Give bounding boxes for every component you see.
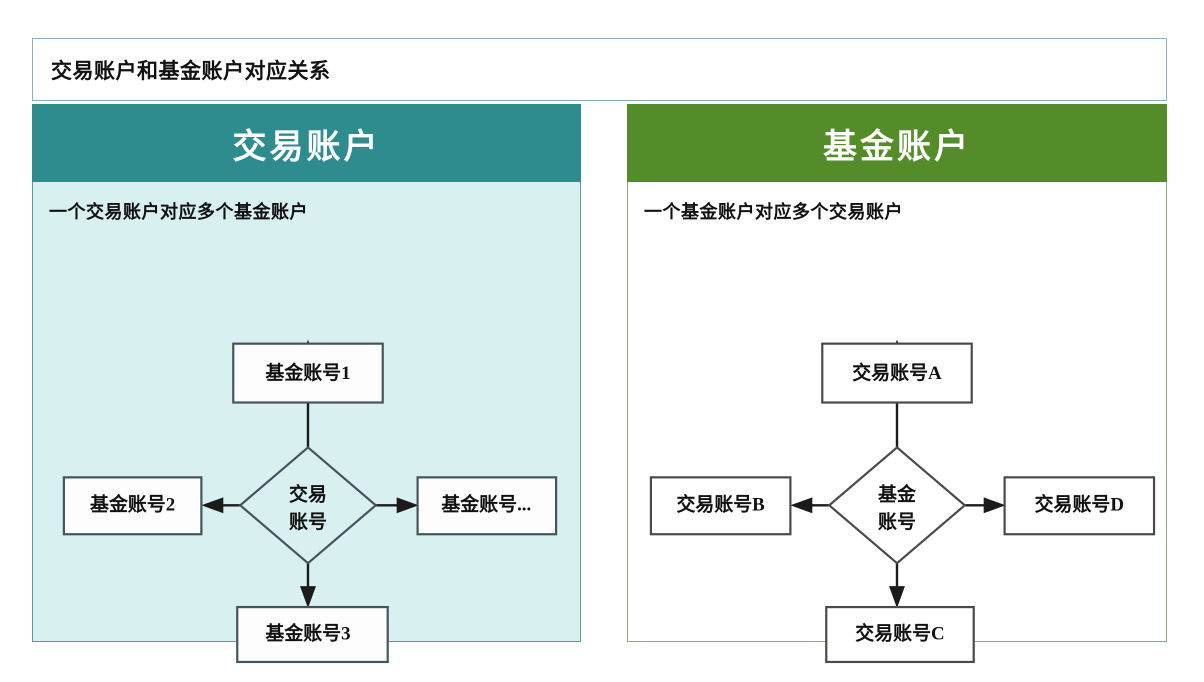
connector-center-to-right: [375, 497, 419, 514]
connector-center-to-right: [964, 497, 1006, 514]
node-top[interactable]: 基金账号1: [232, 342, 384, 404]
node-top-label: 基金账号1: [264, 361, 350, 384]
panel-fund-body: 一个基金账户对应多个交易账户: [627, 182, 1167, 664]
arrow-head-down: [300, 586, 316, 609]
connector-center-to-bottom: [300, 563, 316, 609]
arrow-head-left: [201, 497, 224, 514]
panel-trading-subtitle: 一个交易账户对应多个基金账户: [49, 202, 308, 222]
arrow-head-right: [396, 497, 419, 514]
node-center-label-line1: 交易: [289, 482, 327, 505]
node-center-diamond[interactable]: 基金 账号: [827, 445, 967, 565]
node-right[interactable]: 基金账号...: [416, 476, 558, 536]
page-title: 交易账户和基金账户对应关系: [51, 58, 331, 83]
panel-fund-header-label: 基金账户: [823, 128, 971, 166]
node-bottom[interactable]: 基金账号3: [236, 605, 389, 664]
node-bottom-label: 交易账号C: [855, 621, 944, 644]
node-center-diamond[interactable]: 交易 账号: [238, 445, 378, 565]
node-left[interactable]: 基金账号2: [62, 476, 203, 536]
node-left-label: 基金账号2: [89, 493, 175, 516]
node-bottom[interactable]: 交易账号C: [825, 605, 975, 664]
node-top-label: 交易账号A: [852, 361, 942, 384]
panel-fund-account: 基金账户 一个基金账户对应多个交易账户: [627, 104, 1167, 664]
connector-center-to-left: [790, 497, 830, 514]
node-left[interactable]: 交易账号B: [649, 476, 792, 536]
node-bottom-label: 基金账号3: [264, 621, 350, 644]
node-top[interactable]: 交易账号A: [821, 342, 973, 404]
panel-fund-header: 基金账户: [627, 104, 1167, 182]
panel-trading-header-label: 交易账户: [232, 128, 381, 166]
arrow-head-left: [790, 497, 813, 514]
node-right-label: 交易账号D: [1035, 493, 1124, 516]
connector-center-to-left: [201, 497, 241, 514]
panel-trading-account: 交易账户 一个交易账户对应多个基金账户: [32, 104, 581, 664]
trading-relationship-diagram: 基金账号1 基金账号2 基金账号... 基金账号3: [62, 339, 558, 664]
node-center-label-line1: 基金: [877, 482, 917, 505]
node-right-label: 基金账号...: [440, 493, 531, 516]
node-left-label: 交易账号B: [676, 493, 765, 516]
fund-relationship-diagram: 交易账号A 交易账号B 交易账号D 交易账号C: [649, 339, 1156, 664]
panel-trading-header: 交易账户: [32, 104, 581, 182]
panel-fund-subtitle: 一个基金账户对应多个交易账户: [644, 202, 903, 222]
diagram-title-box: 交易账户和基金账户对应关系: [32, 38, 1167, 101]
node-right[interactable]: 交易账号D: [1003, 476, 1156, 536]
connector-center-to-bottom: [889, 563, 905, 609]
arrow-head-right: [983, 497, 1006, 514]
node-center-label-line2: 账号: [289, 511, 327, 533]
node-center-label-line2: 账号: [878, 511, 916, 533]
arrow-head-down: [889, 586, 905, 609]
panel-trading-body: 一个交易账户对应多个基金账户: [32, 182, 581, 664]
